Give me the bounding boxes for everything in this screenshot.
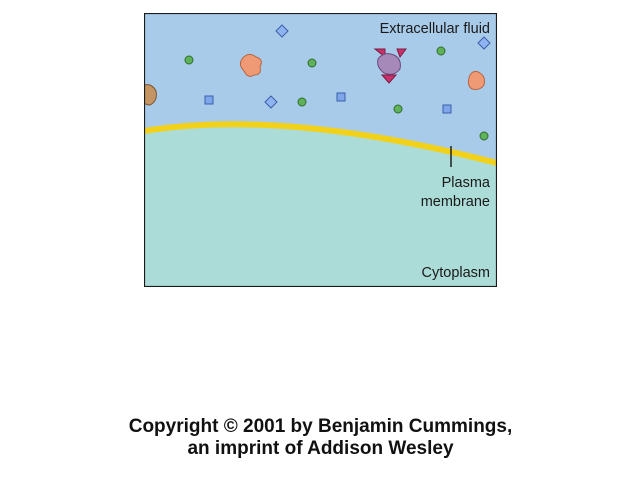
plasma-membrane-label-line2: membrane xyxy=(421,194,490,210)
small-molecule-green xyxy=(184,55,194,65)
diamond-molecule xyxy=(275,24,289,38)
small-molecule-green xyxy=(393,104,403,114)
small-molecule-green xyxy=(479,131,489,141)
cytoplasm-label: Cytoplasm xyxy=(422,265,491,281)
square-molecule xyxy=(204,95,214,105)
small-molecule-green xyxy=(436,46,446,56)
diagram-border xyxy=(144,13,497,287)
diamond-molecule xyxy=(264,95,278,109)
protein-subunit-pink xyxy=(380,74,398,84)
membrane-diagram-canvas: Extracellular fluid Plasma membrane Cyto… xyxy=(144,13,497,287)
small-molecule-green xyxy=(307,58,317,68)
square-molecule xyxy=(336,92,346,102)
copyright-line-1: Copyright © 2001 by Benjamin Cummings, xyxy=(128,416,513,437)
square-molecule xyxy=(442,104,452,114)
protein-subunit-purple xyxy=(377,53,401,75)
cytoplasm-region xyxy=(144,124,497,287)
copyright-notice: Copyright © 2001 by Benjamin Cummings, a… xyxy=(0,416,641,460)
plasma-membrane xyxy=(144,121,497,166)
protein-salmon xyxy=(239,53,262,77)
membrane-diagram: Extracellular fluid Plasma membrane Cyto… xyxy=(144,13,497,287)
copyright-line-2: an imprint of Addison Wesley xyxy=(187,438,454,459)
small-molecule-green xyxy=(297,97,307,107)
protein-salmon xyxy=(467,70,485,90)
extracellular-fluid-label: Extracellular fluid xyxy=(380,21,490,37)
plasma-membrane-label-line1: Plasma xyxy=(442,175,491,191)
protein-brown xyxy=(144,84,157,106)
protein-complex xyxy=(373,48,407,84)
protein-subunit-pink xyxy=(396,48,407,59)
diamond-molecule xyxy=(477,36,491,50)
